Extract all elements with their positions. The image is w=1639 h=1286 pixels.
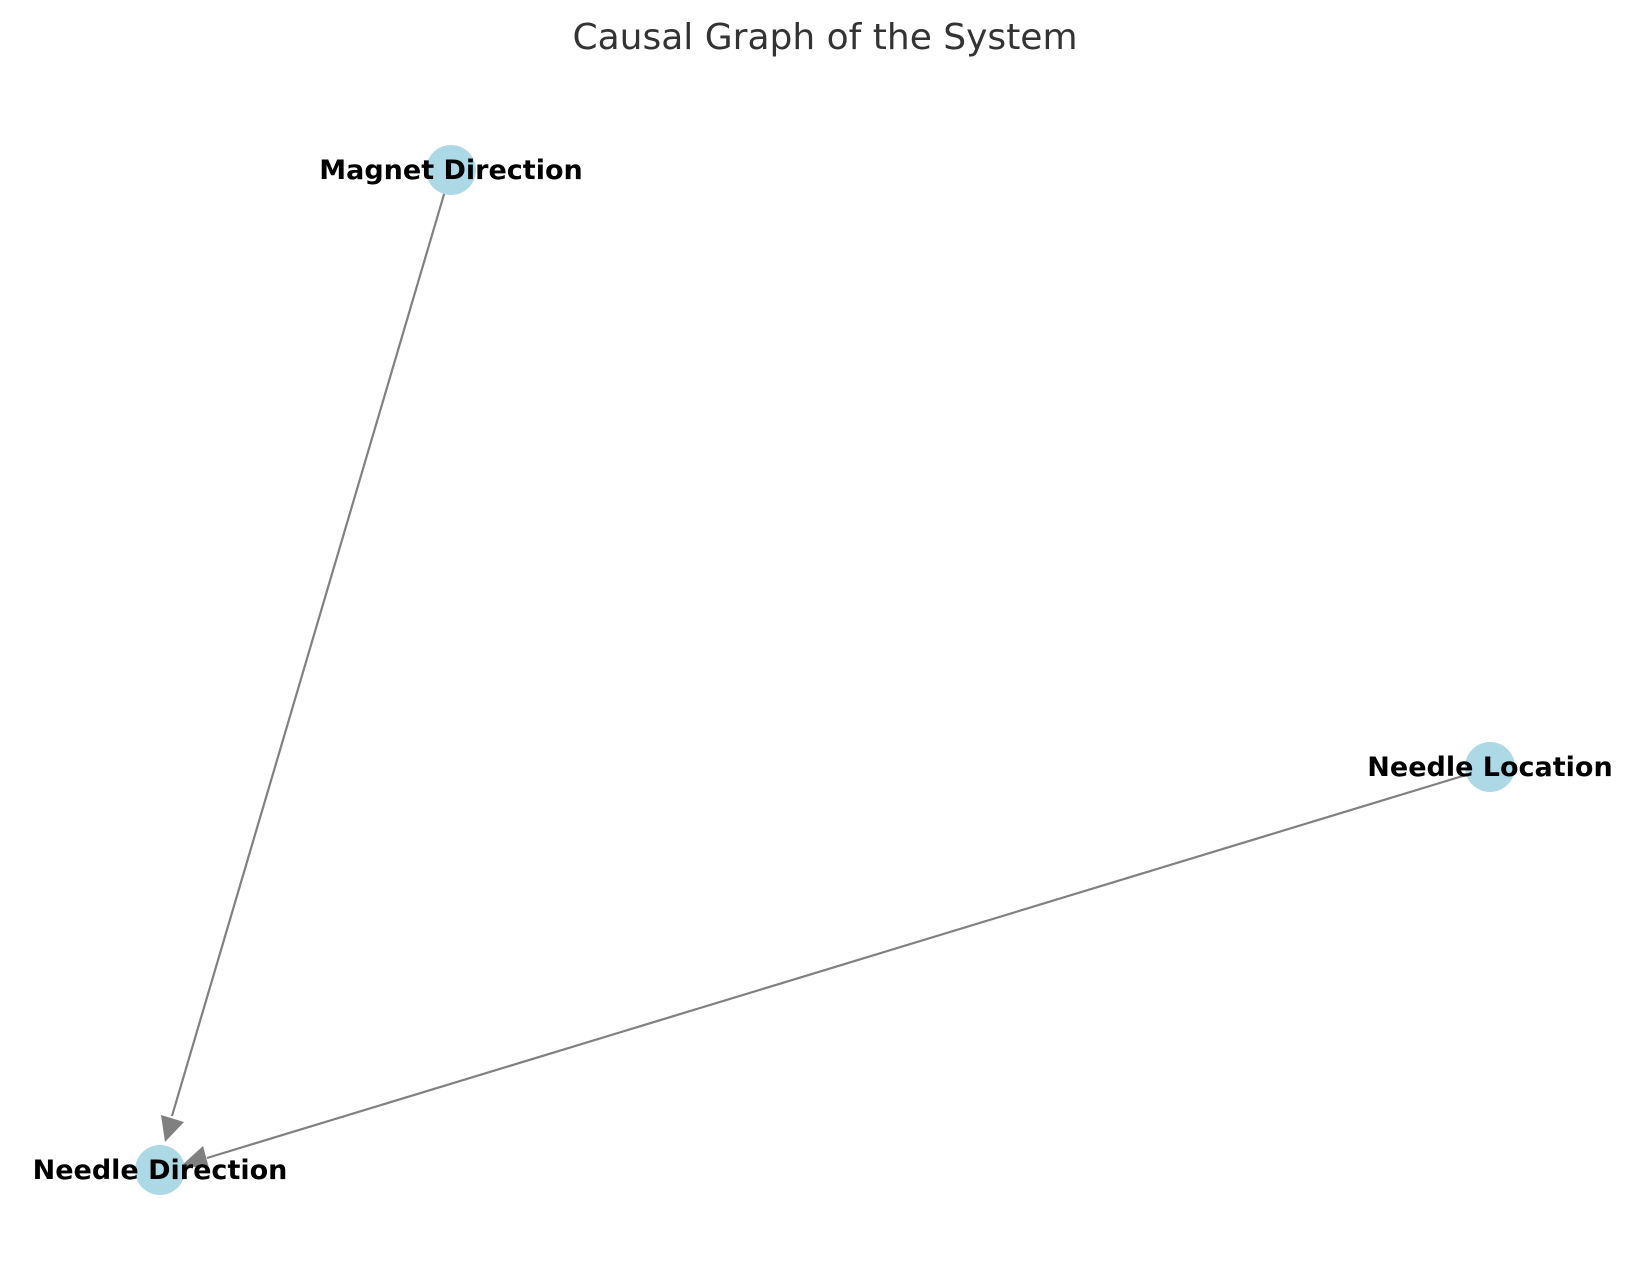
graph-title: Causal Graph of the System [572,17,1077,58]
node-magnet-direction: Magnet Direction [319,145,583,195]
node-circle [135,1145,185,1195]
arrowhead-icon [181,1146,209,1168]
node-label-magnet-direction: Magnet Direction [319,155,583,186]
node-circle [426,145,476,195]
node-needle-location: Needle Location [1367,742,1613,792]
node-needle-direction: Needle Direction [33,1145,288,1195]
node-label-needle-location: Needle Location [1367,752,1612,783]
arrowhead-icon [161,1115,184,1142]
node-label-needle-direction: Needle Direction [33,1155,288,1186]
edge-magnet-to-needle-direction [161,190,447,1142]
node-circle [1465,742,1515,792]
edge-location-to-needle-direction [181,773,1467,1168]
